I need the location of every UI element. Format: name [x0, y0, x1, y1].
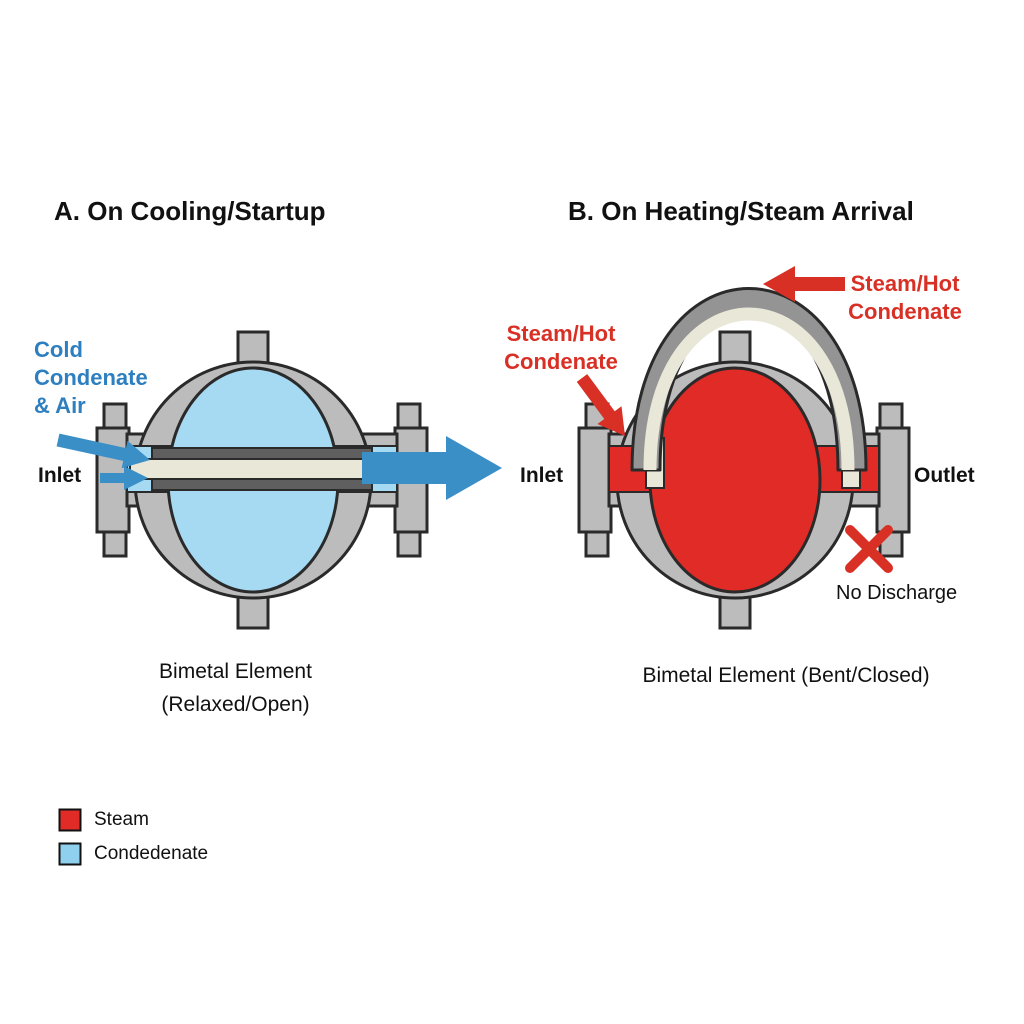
no-discharge-label: No Discharge: [836, 582, 958, 604]
panel-a-title: A. On Cooling/Startup: [54, 196, 326, 226]
trap-b-right-flange: [875, 426, 911, 534]
bimetal-strip-top-a: [151, 447, 373, 460]
trap-a-caption: Bimetal Element (Relaxed/Open): [159, 660, 312, 716]
trap-b-inlet-label: Inlet: [520, 464, 564, 487]
steam-arrow-right-icon: [763, 266, 845, 302]
trap-b: [577, 287, 911, 630]
trap-a-inlet-label: Inlet: [38, 464, 82, 487]
steam-hot-right-label: Steam/Hot Condenate: [848, 271, 962, 324]
trap-b-steam-chamber: [648, 366, 822, 594]
inlet-small-arrow-icon: [100, 466, 148, 490]
no-discharge-x-icon: [845, 525, 893, 573]
legend-condensate-label: Condedenate: [94, 843, 209, 864]
trap-b-bottom-tab: [718, 592, 752, 630]
outflow-arrow-shaft: [362, 452, 446, 484]
bimetal-strip-bottom-a: [151, 478, 373, 491]
steam-hot-left-label: Steam/Hot Condenate: [504, 321, 618, 374]
trap-a-flow-arrows: [56, 433, 502, 500]
panel-b-title: B. On Heating/Steam Arrival: [568, 196, 914, 226]
legend: Steam Condedenate: [58, 808, 208, 866]
steam-arrow-left-icon: [576, 374, 625, 436]
inflow-arrow-icon: [56, 433, 150, 469]
legend-steam-label: Steam: [94, 809, 149, 830]
bimetal-arch-cream-b: [643, 307, 855, 471]
trap-b-outlet-label: Outlet: [914, 464, 975, 487]
trap-b-left-flange: [577, 426, 613, 534]
trap-b-caption: Bimetal Element (Bent/Closed): [642, 664, 930, 687]
legend-item-condensate: Condedenate: [58, 842, 208, 866]
steam-swatch-icon: [58, 808, 82, 832]
outflow-arrow-head: [446, 436, 502, 500]
condensate-swatch-icon: [58, 842, 82, 866]
cold-condensate-label: Cold Condenate & Air: [34, 337, 148, 418]
trap-b-annotations: [576, 266, 893, 573]
legend-item-steam: Steam: [58, 808, 208, 832]
